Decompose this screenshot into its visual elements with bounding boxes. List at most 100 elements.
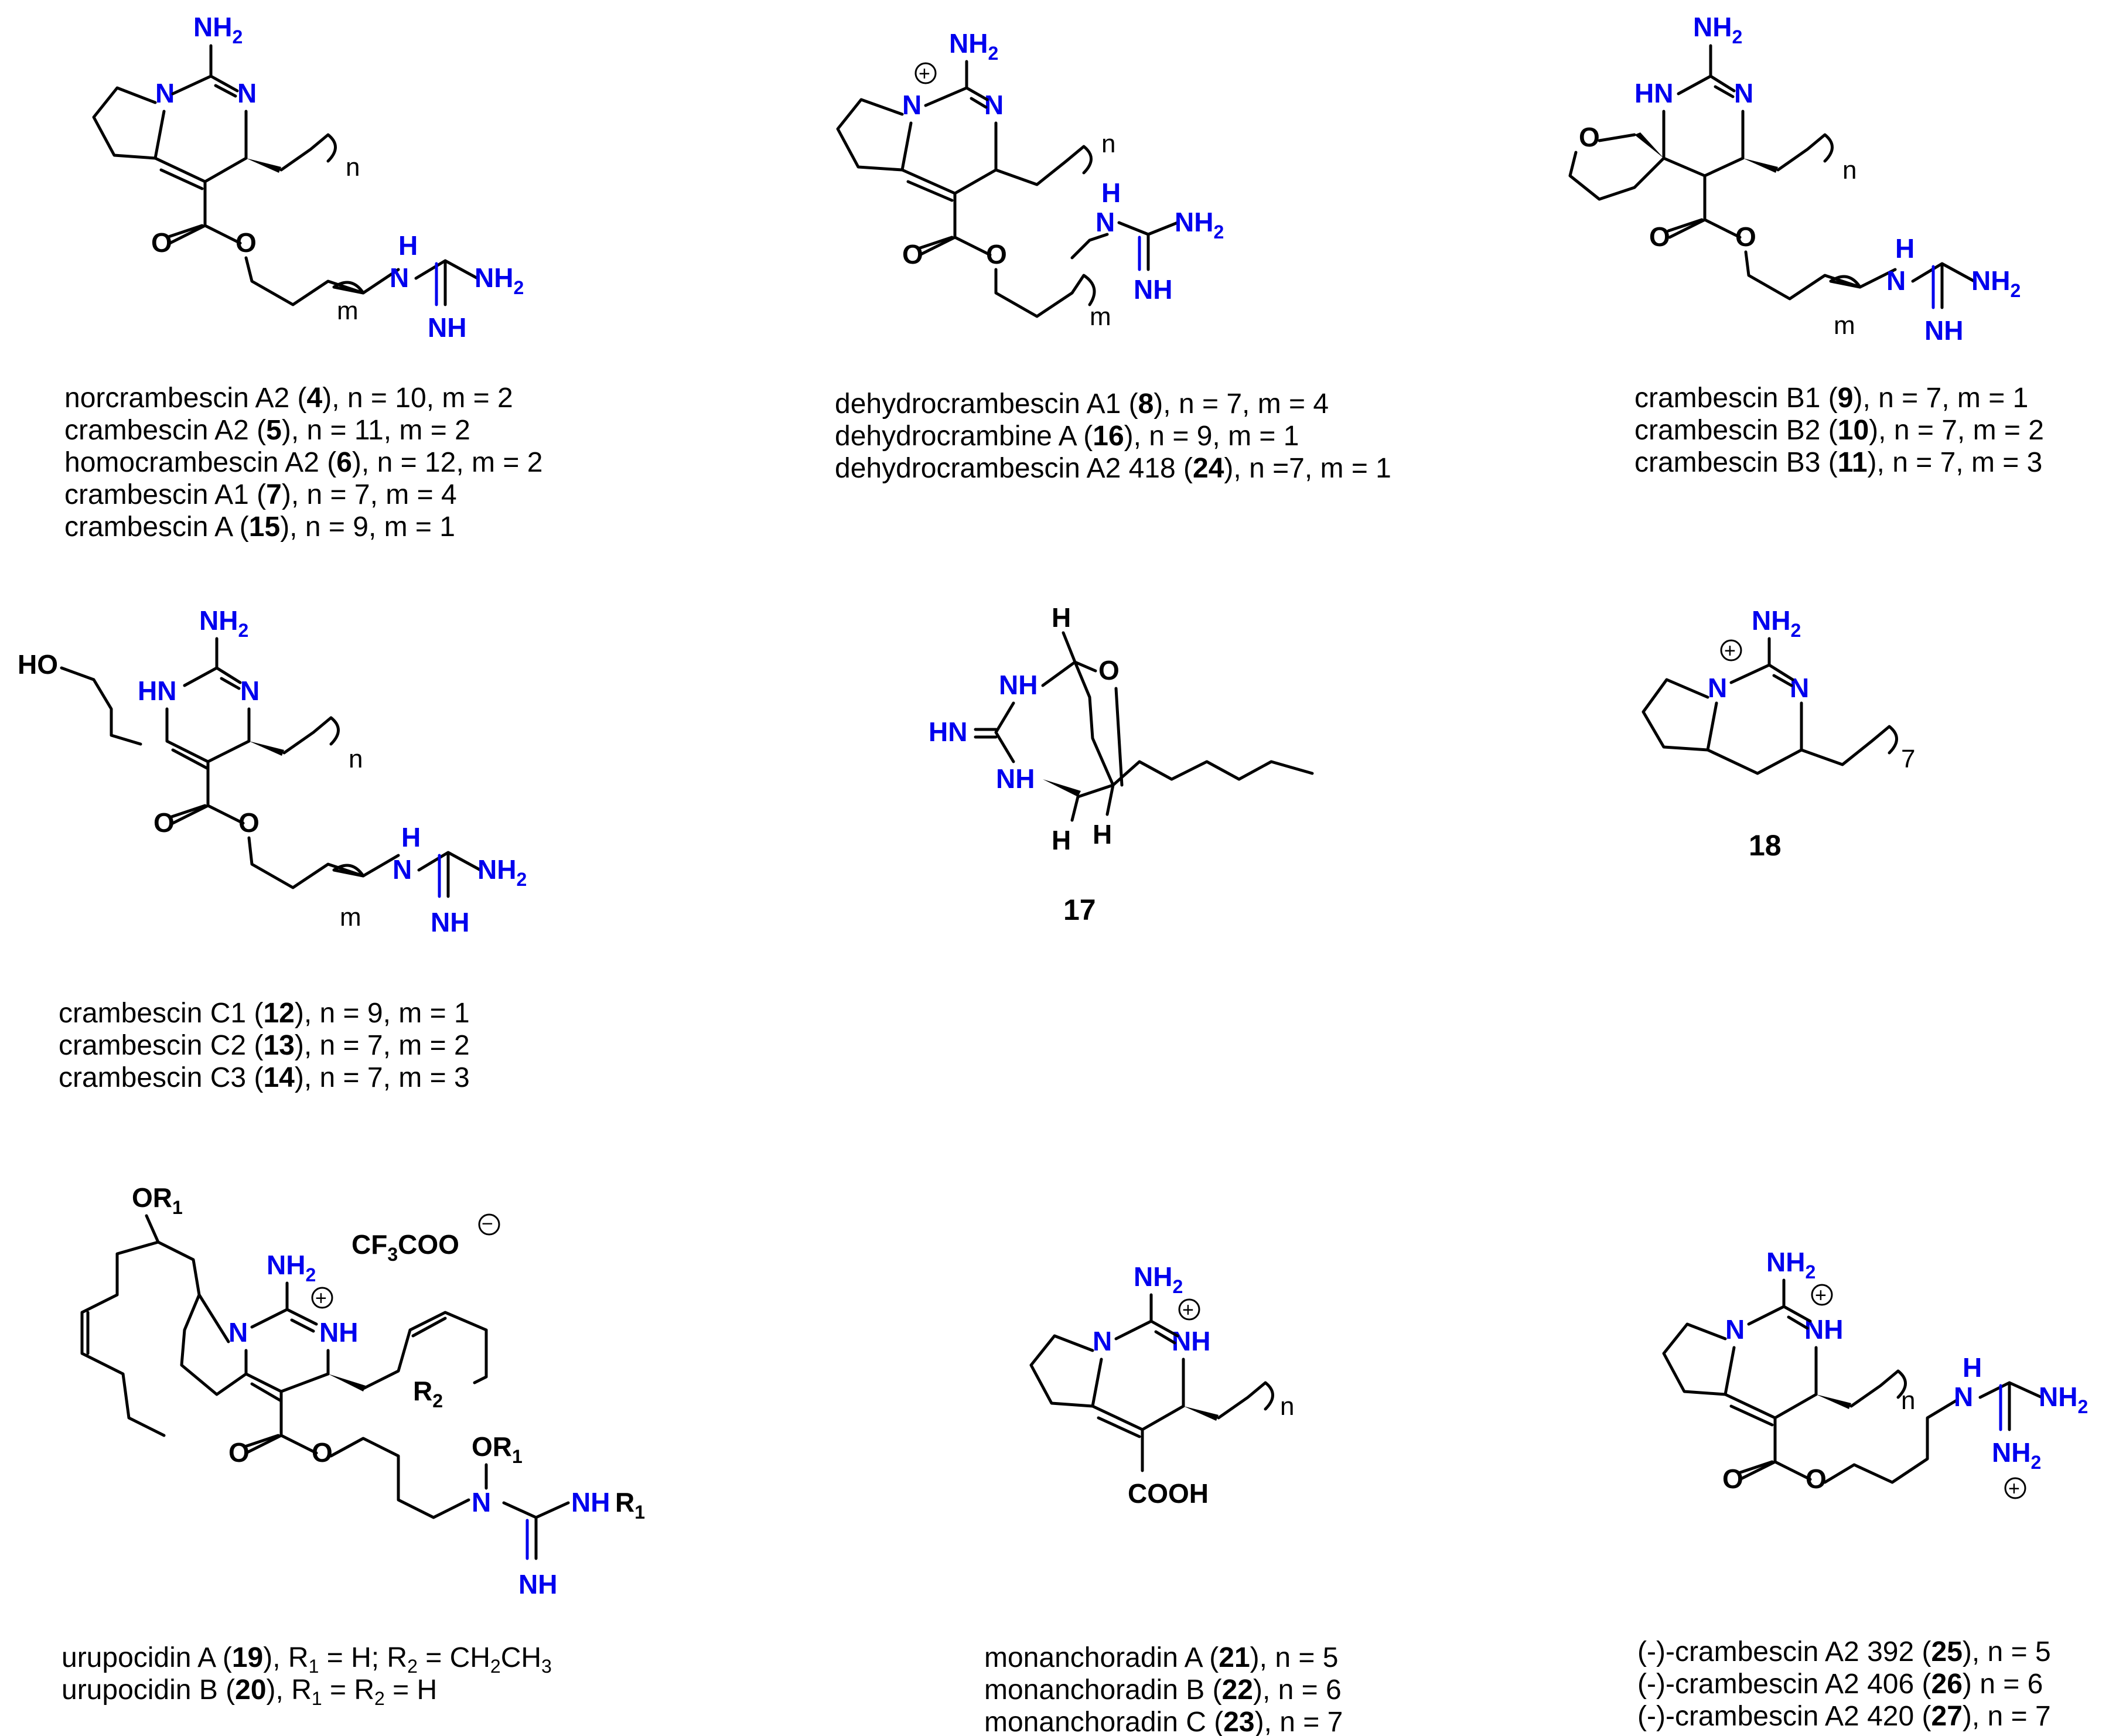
atom-n: N: [1096, 207, 1115, 237]
caption-line: (-)-crambescin A2 392 (25), n = 5: [1637, 1636, 2051, 1667]
caption-group-7: urupocidin A (19), R1 = H; R2 = CH2CH3 u…: [62, 1642, 552, 1709]
caption-group-4: crambescin C1 (12), n = 9, m = 1 crambes…: [59, 998, 470, 1093]
caption-line: crambescin B2 (10), n = 7, m = 2: [1634, 415, 2044, 446]
caption-line: crambescin A (15), n = 9, m = 1: [64, 511, 455, 543]
atom-nh2: NH2: [1175, 207, 1224, 243]
atom-nh: NH: [319, 1317, 358, 1348]
atom-o: O: [151, 227, 172, 258]
atom-nh2: NH2: [475, 262, 524, 298]
caption-line: monanchoradin B (22), n = 6: [984, 1674, 1342, 1706]
atom-nh: NH: [518, 1569, 557, 1599]
atom-n: N: [902, 90, 922, 120]
atom-nh2: NH2: [199, 605, 248, 641]
atom-ho: HO: [18, 649, 58, 680]
index-n: n: [1842, 156, 1857, 185]
atom-nh2: NH2: [193, 12, 243, 47]
atom-nh2: NH2: [949, 28, 998, 64]
compound-number: 18: [1749, 829, 1782, 862]
index-seven: 7: [1901, 745, 1915, 773]
index-n: n: [349, 745, 363, 773]
svg-text:+: +: [1182, 1299, 1194, 1321]
atom-nhr1: R1: [615, 1487, 645, 1523]
caption-line: dehydrocrambescin A2 418 (24), n =7, m =…: [835, 453, 1391, 484]
atom-o: O: [1579, 122, 1600, 152]
atom-n: N: [390, 262, 409, 293]
index-n: n: [346, 153, 360, 182]
index-m: m: [1834, 311, 1855, 340]
atom-n: N: [237, 78, 257, 108]
atom-nh2: NH2: [1766, 1247, 1815, 1283]
atom-h: H: [1052, 602, 1071, 633]
atom-or1: OR1: [472, 1431, 523, 1467]
caption-line: crambescin C2 (13), n = 7, m = 2: [59, 1030, 470, 1061]
caption-group-3: crambescin B1 (9), n = 7, m = 1 crambesc…: [1634, 383, 2044, 478]
atom-h: H: [401, 822, 421, 852]
caption-line: crambescin A2 (5), n = 11, m = 2: [64, 415, 470, 446]
svg-text:+: +: [919, 63, 930, 85]
structure-monanchoradin: NH2 + N NH n COOH: [1029, 1261, 1294, 1509]
atom-o: O: [1806, 1464, 1827, 1494]
structure-18: NH2 + N N 7 18: [1642, 605, 1915, 862]
structure-dehydrocrambescin: NH2 + N N n O O m H N NH2 NH: [836, 28, 1224, 331]
atom-hn: HN: [929, 717, 967, 747]
caption-line: crambescin B1 (9), n = 7, m = 1: [1634, 383, 2028, 414]
atom-nh2: NH2: [1752, 605, 1801, 641]
svg-text:+: +: [1724, 640, 1736, 662]
atom-n: N: [1093, 1326, 1112, 1356]
caption-group-2: dehydrocrambescin A1 (8), n = 7, m = 4 d…: [835, 388, 1391, 484]
caption-line: crambescin C3 (14), n = 7, m = 3: [59, 1062, 470, 1093]
atom-o: O: [238, 807, 260, 838]
caption-line: dehydrocrambine A (16), n = 9, m = 1: [835, 421, 1299, 452]
atom-nh: NH: [996, 763, 1035, 794]
atom-n: N: [1734, 78, 1753, 108]
caption-line: (-)-crambescin A2 406 (26) n = 6: [1637, 1669, 2043, 1700]
atom-cf3coo: CF3COO: [352, 1229, 459, 1265]
atom-cooh: COOH: [1128, 1478, 1209, 1509]
atom-or1: OR1: [132, 1182, 183, 1218]
atom-nh2: NH2: [1134, 1261, 1183, 1297]
atom-nh: NH: [431, 907, 469, 937]
atom-n: N: [1954, 1382, 1973, 1412]
atom-n: N: [1725, 1314, 1745, 1345]
caption-line: crambescin A1 (7), n = 7, m = 4: [64, 479, 457, 510]
atom-hn: HN: [138, 676, 176, 706]
atom-nh: NH: [999, 670, 1038, 700]
atom-h: H: [1052, 825, 1071, 855]
atom-nh2: NH2: [1971, 265, 2021, 301]
atom-o: O: [1098, 655, 1120, 685]
atom-h: H: [1963, 1352, 1982, 1383]
atom-o: O: [1722, 1464, 1743, 1494]
atom-h: H: [1093, 819, 1112, 850]
caption-line: monanchoradin A (21), n = 5: [984, 1642, 1338, 1673]
atom-h: H: [398, 230, 418, 261]
atom-o: O: [1649, 221, 1670, 252]
atom-nhr1: NH: [571, 1487, 610, 1517]
index-n: n: [1280, 1392, 1294, 1421]
caption-line: homocrambescin A2 (6), n = 12, m = 2: [64, 447, 542, 478]
caption-line: urupocidin B (20), R1 = R2 = H: [62, 1674, 437, 1709]
atom-n: N: [228, 1317, 248, 1348]
caption-group-8: monanchoradin A (21), n = 5 monanchoradi…: [984, 1642, 1343, 1736]
svg-text:+: +: [315, 1287, 327, 1309]
structure-urupocidin: OR1 NH2 CF3COO − + N NH R2 O O N OR1 NH …: [80, 1182, 645, 1599]
atom-o: O: [153, 807, 175, 838]
atom-o: O: [228, 1437, 250, 1468]
atom-r2: R2: [413, 1376, 443, 1411]
structure-crambescin-c: NH2 HO HN N n O O m H N NH2 NH: [18, 605, 527, 937]
atom-nh2: NH2: [1693, 12, 1742, 47]
atom-n: N: [393, 854, 412, 885]
caption-group-9: (-)-crambescin A2 392 (25), n = 5 (-)-cr…: [1637, 1636, 2051, 1732]
atom-o: O: [902, 239, 923, 270]
index-n: n: [1101, 129, 1115, 158]
svg-text:+: +: [1815, 1284, 1827, 1307]
atom-nh2: NH2: [477, 854, 527, 890]
caption-line: norcrambescin A2 (4), n = 10, m = 2: [64, 383, 513, 414]
atom-h: H: [1101, 178, 1121, 208]
caption-group-1: norcrambescin A2 (4), n = 10, m = 2 cram…: [64, 383, 542, 543]
caption-line: monanchoradin C (23), n = 7: [984, 1707, 1343, 1736]
caption-line: (-)-crambescin A2 420 (27), n = 7: [1637, 1701, 2051, 1732]
atom-o: O: [986, 239, 1007, 270]
atom-n: N: [1790, 673, 1809, 703]
index-m: m: [340, 903, 361, 932]
